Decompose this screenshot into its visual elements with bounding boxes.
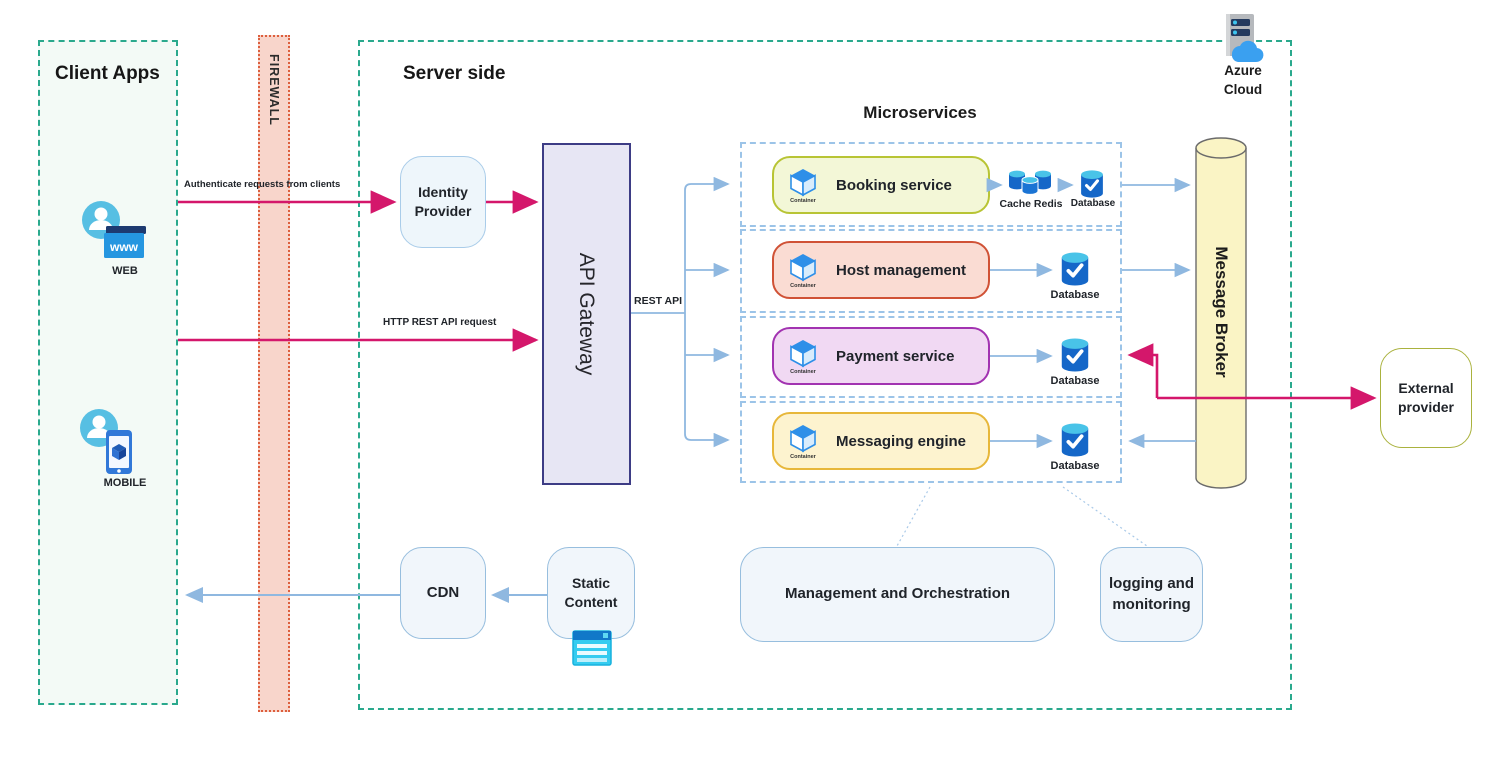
database-label: Database	[1050, 289, 1100, 301]
server-side-title: Server side	[403, 63, 506, 84]
client-apps-panel	[38, 40, 178, 705]
static-content-label: Static Content	[564, 575, 618, 610]
svg-text:www: www	[109, 240, 139, 254]
payment-service-label: Payment service	[836, 347, 955, 365]
web-user-icon: www	[80, 200, 146, 262]
database-icon	[1078, 169, 1106, 199]
client-apps-title: Client Apps	[55, 63, 160, 84]
static-content-node: Static Content	[547, 547, 635, 639]
container-icon: Container	[784, 338, 822, 375]
rest-api-label: REST API	[634, 295, 683, 307]
management-orchestration-label: Management and Orchestration	[784, 585, 1011, 603]
web-label: WEB	[112, 265, 138, 277]
authenticate-arrow-label: Authenticate requests from clients	[184, 179, 341, 190]
message-broker-label: Message Broker	[1212, 246, 1231, 378]
container-icon: Container	[784, 167, 822, 204]
cache-redis-icon	[1006, 167, 1056, 197]
database-icon	[1058, 251, 1092, 287]
azure-cloud-label: Azure Cloud	[1223, 63, 1263, 97]
database-label: Database	[1070, 198, 1116, 209]
database-label: Database	[1050, 460, 1100, 472]
message-broker-node	[1194, 136, 1248, 492]
database-icon	[1058, 422, 1092, 458]
host-management-label: Host management	[836, 261, 967, 279]
messaging-engine-node: Container Messaging engine	[772, 412, 990, 470]
cdn-node: CDN	[400, 547, 486, 639]
host-management-node: Container Host management	[772, 241, 990, 299]
mobile-user-icon	[80, 408, 140, 476]
api-gateway-node	[542, 143, 631, 485]
payment-service-node: Container Payment service	[772, 327, 990, 385]
container-icon: Container	[784, 252, 822, 289]
external-provider-node: External provider	[1380, 348, 1472, 448]
identity-provider-node: Identity Provider	[400, 156, 486, 248]
firewall-label: FIREWALL	[267, 54, 281, 126]
http-request-arrow-label: HTTP REST API request	[383, 317, 497, 328]
booking-service-node: Container Booking service	[772, 156, 990, 214]
container-icon: Container	[784, 423, 822, 460]
azure-cloud-icon	[1218, 14, 1268, 62]
database-icon	[1058, 337, 1092, 373]
api-gateway-label: API Gateway	[575, 252, 598, 376]
logging-monitoring-label: logging and monitoring	[1109, 575, 1194, 613]
booking-service-label: Booking service	[836, 176, 952, 194]
identity-provider-label: Identity Provider	[414, 184, 472, 219]
cdn-label: CDN	[426, 583, 460, 601]
database-label: Database	[1050, 375, 1100, 387]
external-provider-label: External provider	[1397, 380, 1454, 415]
microservices-title: Microservices	[863, 103, 977, 122]
firewall-bar	[258, 35, 290, 712]
mobile-label: MOBILE	[103, 477, 147, 489]
cache-redis-label: Cache Redis	[999, 198, 1063, 210]
messaging-engine-label: Messaging engine	[836, 432, 967, 450]
static-content-icon	[572, 630, 612, 668]
management-orchestration-node: Management and Orchestration	[740, 547, 1055, 642]
logging-monitoring-node: logging and monitoring	[1100, 547, 1203, 642]
